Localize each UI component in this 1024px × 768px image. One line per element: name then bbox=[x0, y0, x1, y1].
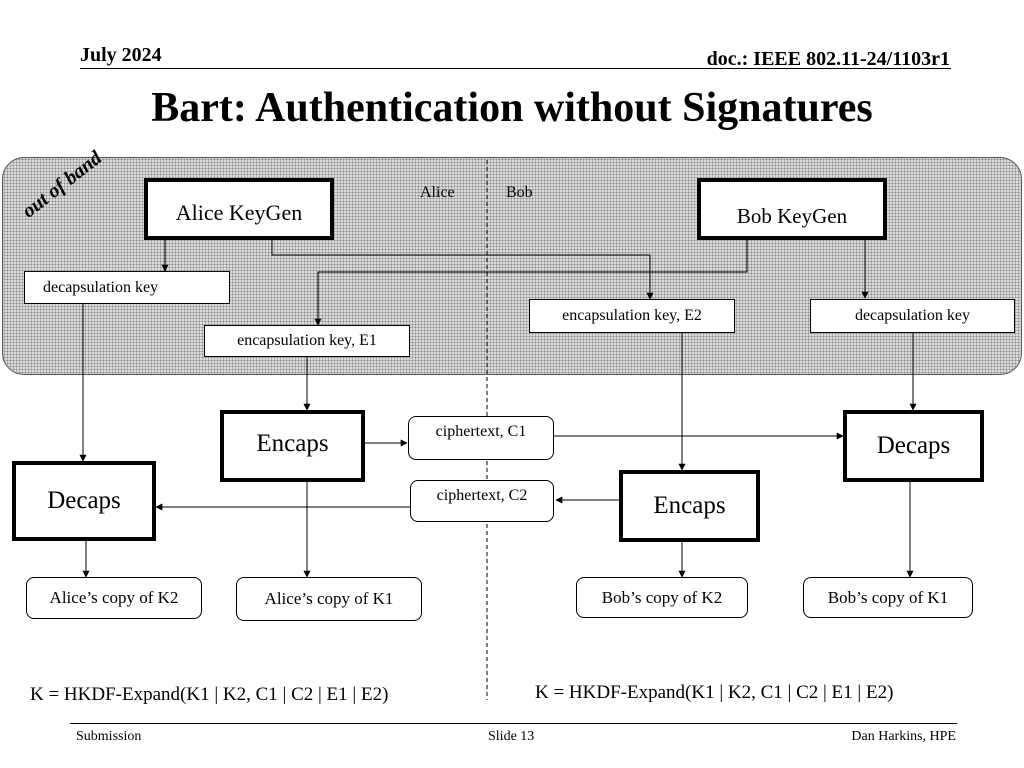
bob-decap-key-label: decapsulation key bbox=[854, 307, 971, 324]
bob-encaps-label: Encaps bbox=[653, 492, 726, 519]
alice-k1-label: Alice’s copy of K1 bbox=[264, 589, 394, 608]
alice-k2-label: Alice’s copy of K2 bbox=[49, 588, 179, 607]
ciphertext-c2-label: ciphertext, C2 bbox=[436, 487, 528, 504]
bob-keygen-box: Bob KeyGen bbox=[697, 178, 887, 240]
alice-encaps-label: Encaps bbox=[256, 430, 329, 457]
header-doc-id: doc.: IEEE 802.11-24/1103r1 bbox=[706, 48, 950, 70]
alice-encap-key-label: encapsulation key, E1 bbox=[237, 332, 377, 349]
ciphertext-c1-box: ciphertext, C1 bbox=[408, 416, 554, 460]
bob-k2-box: Bob’s copy of K2 bbox=[576, 577, 748, 618]
bob-k1-box: Bob’s copy of K1 bbox=[803, 577, 973, 618]
bob-encap-key-box: encapsulation key, E2 bbox=[529, 299, 735, 333]
header-date: July 2024 bbox=[80, 44, 162, 66]
footer-author: Dan Harkins, HPE bbox=[851, 729, 956, 744]
alice-k1-box: Alice’s copy of K1 bbox=[236, 577, 422, 621]
alice-decaps-box: Decaps bbox=[12, 461, 156, 541]
slide-title: Bart: Authentication without Signatures bbox=[151, 85, 873, 131]
arrow-alice-keygen-to-bob-encap-key bbox=[271, 240, 654, 300]
alice-keygen-box: Alice KeyGen bbox=[144, 178, 334, 240]
alice-decap-key-box: decapsulation key bbox=[24, 271, 230, 304]
bob-k1-label: Bob’s copy of K1 bbox=[827, 587, 949, 607]
alice-decaps-label: Decaps bbox=[47, 487, 121, 514]
bob-decaps-label: Decaps bbox=[876, 432, 951, 459]
header-divider bbox=[80, 68, 951, 69]
alice-keygen-label: Alice KeyGen bbox=[175, 200, 303, 225]
bob-party-label: Bob bbox=[506, 184, 533, 201]
arrow-bob-keygen-to-alice-encap-key bbox=[314, 240, 748, 326]
ciphertext-c2-box: ciphertext, C2 bbox=[410, 480, 554, 522]
alice-encap-key-box: encapsulation key, E1 bbox=[204, 325, 410, 357]
ciphertext-c1-label: ciphertext, C1 bbox=[435, 423, 527, 440]
bob-encap-key-label: encapsulation key, E2 bbox=[562, 307, 702, 324]
alice-k2-box: Alice’s copy of K2 bbox=[26, 577, 202, 619]
alice-decap-key-label: decapsulation key bbox=[43, 278, 159, 296]
alice-key-formula: K = HKDF-Expand(K1 | K2, C1 | C2 | E1 | … bbox=[30, 684, 389, 705]
alice-encaps-box: Encaps bbox=[220, 410, 365, 482]
footer-submission: Submission bbox=[76, 729, 142, 744]
bob-decaps-box: Decaps bbox=[843, 410, 984, 482]
footer-slide-number: Slide 13 bbox=[488, 729, 535, 744]
alice-party-label: Alice bbox=[420, 184, 455, 201]
footer-divider bbox=[70, 723, 957, 724]
bob-k2-label: Bob’s copy of K2 bbox=[601, 587, 723, 607]
bob-encaps-box: Encaps bbox=[619, 470, 760, 542]
bob-key-formula: K = HKDF-Expand(K1 | K2, C1 | C2 | E1 | … bbox=[535, 682, 894, 703]
bob-decap-key-box: decapsulation key bbox=[810, 299, 1015, 333]
bob-keygen-label: Bob KeyGen bbox=[736, 204, 848, 228]
